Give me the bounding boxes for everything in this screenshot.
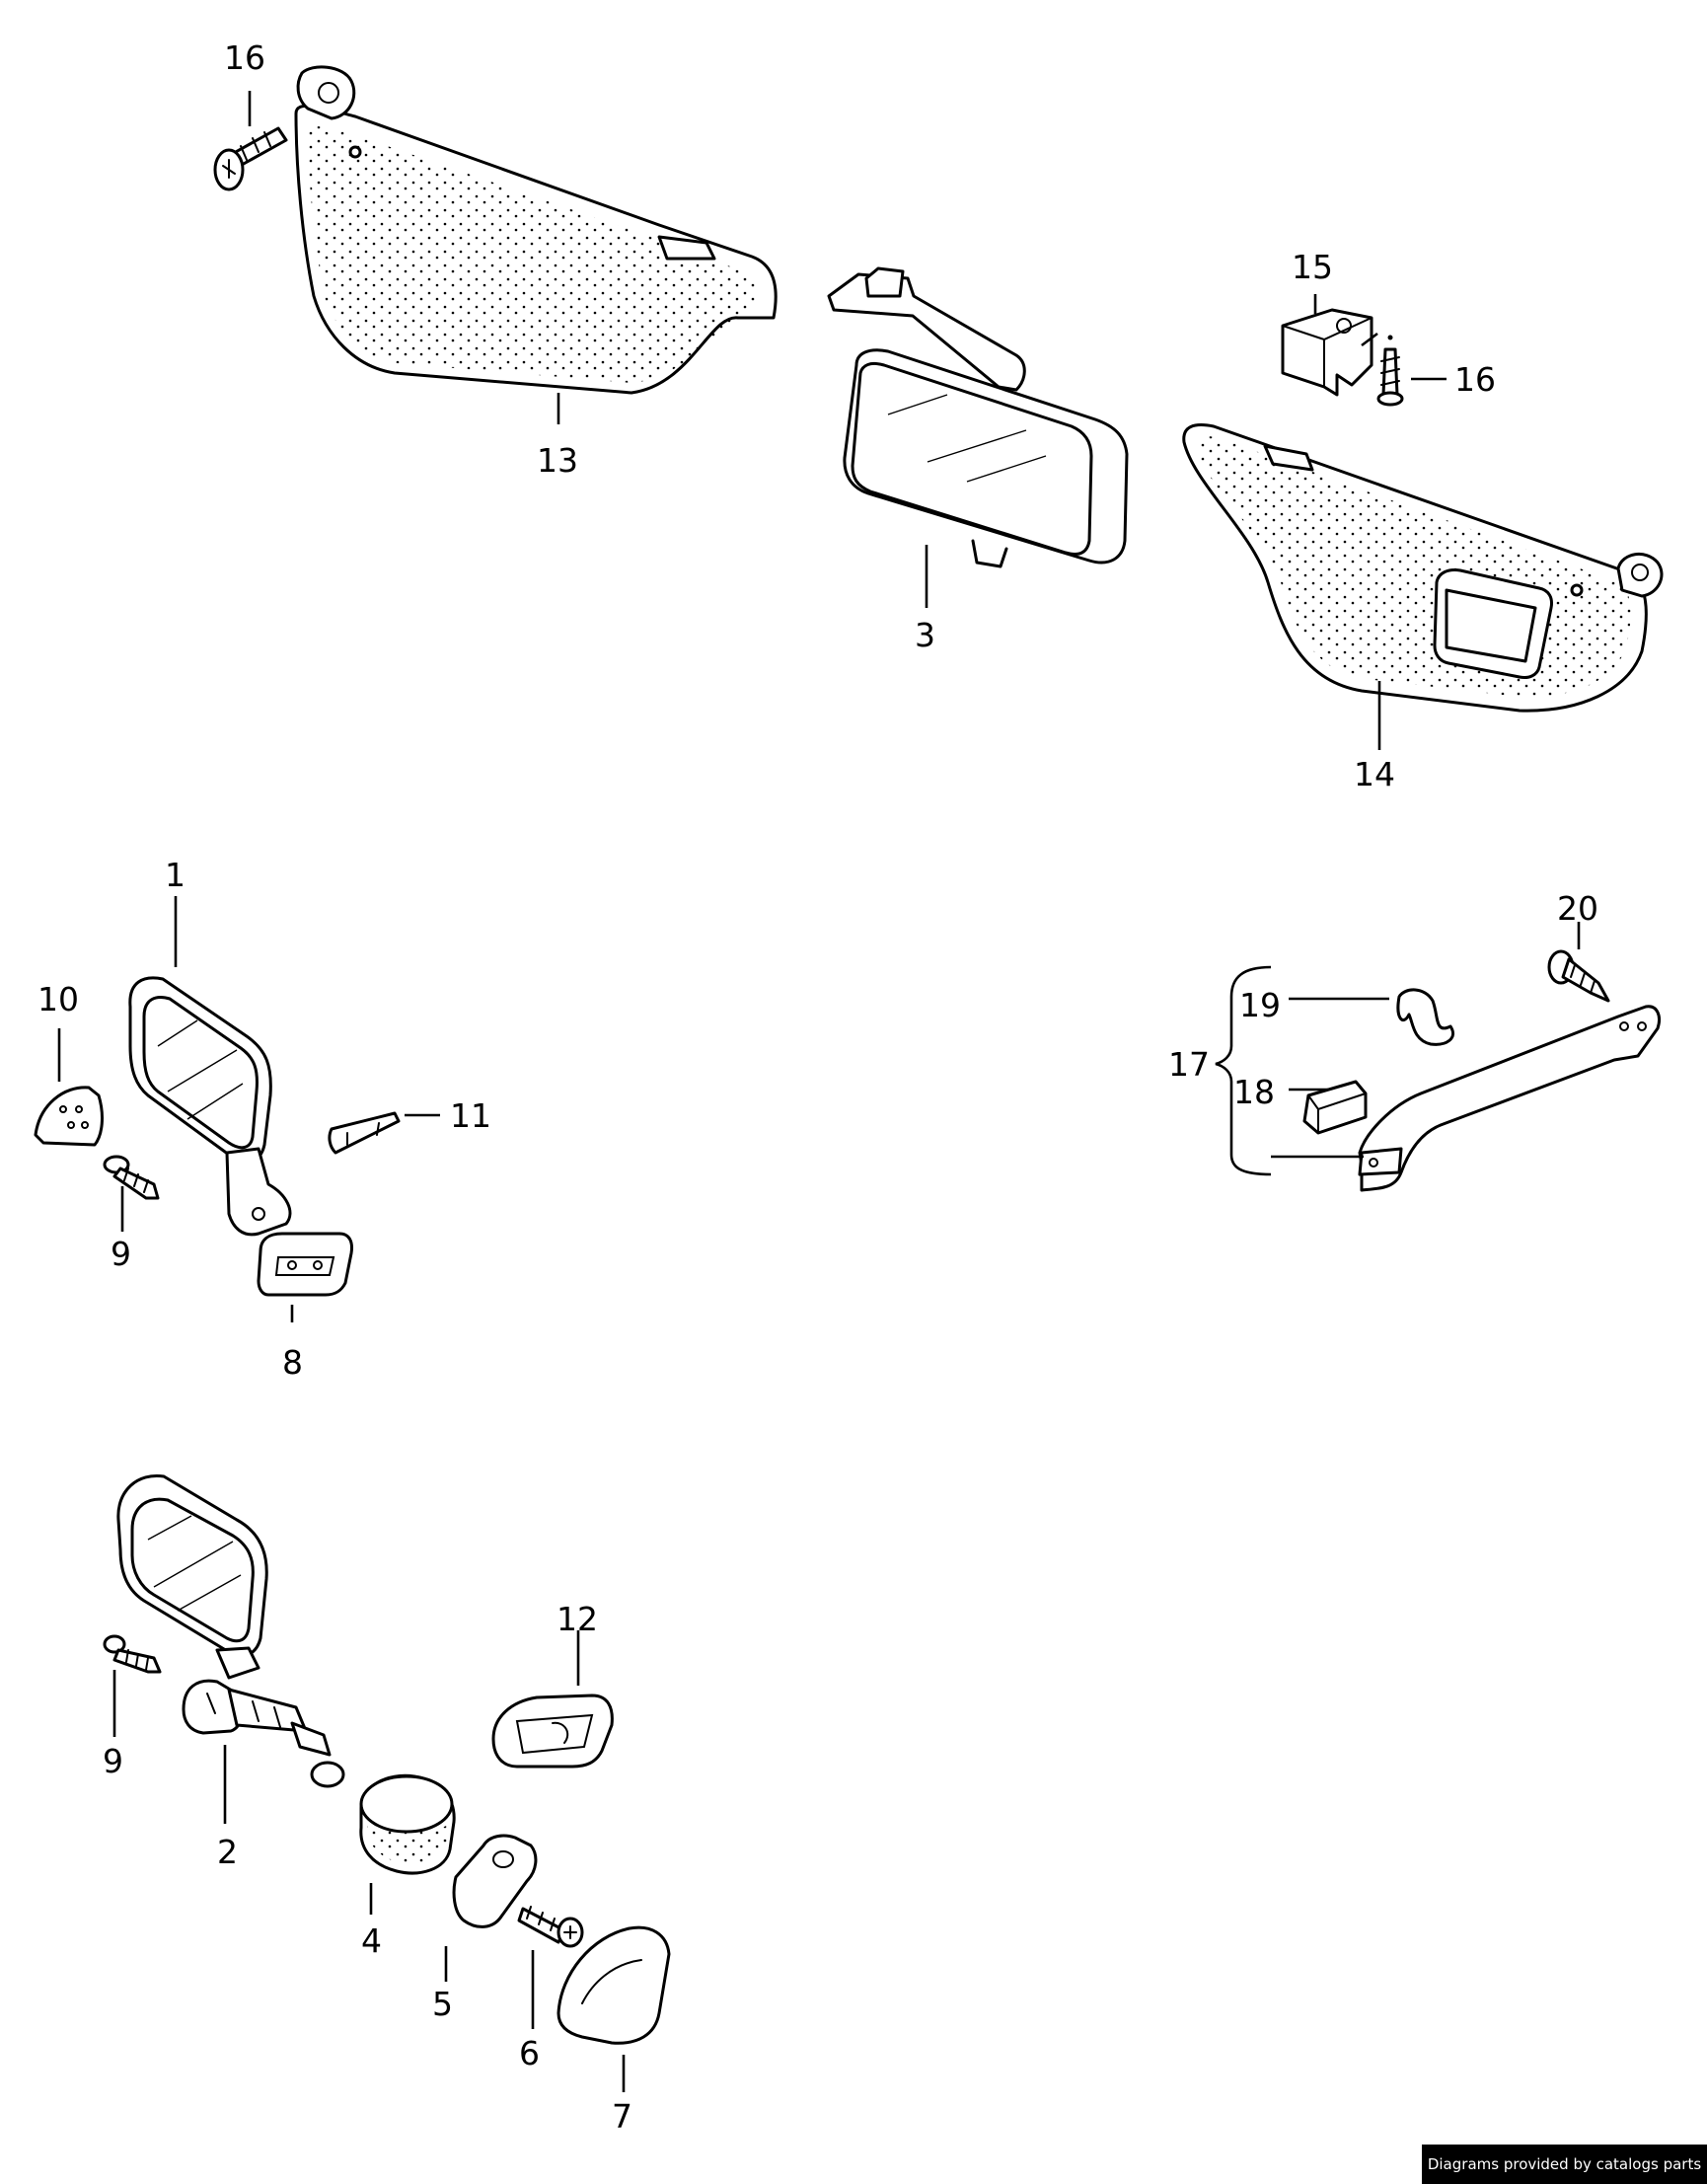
callout-16-top: 16 [224,38,265,77]
interior-mirror [827,266,1129,568]
callout-1: 1 [165,856,186,894]
spring-clip [1396,988,1454,1046]
left-sun-visor [294,65,778,395]
screw-16-right [1376,335,1404,407]
grab-handle [1358,1005,1661,1192]
leader-lines [57,91,1581,2092]
callout-20: 20 [1557,889,1598,928]
handle-cover [1302,1080,1368,1135]
callout-13: 13 [537,441,578,480]
callout-6: 6 [519,2034,540,2072]
callout-3: 3 [915,616,935,654]
callout-7: 7 [612,2097,632,2136]
callout-8: 8 [282,1343,303,1382]
callout-15: 15 [1292,248,1333,286]
mirror-cap [34,1086,104,1147]
visor-clip [1281,308,1373,397]
callout-5: 5 [432,1985,453,2023]
screw-9-upper [103,1155,160,1200]
callout-18: 18 [1233,1073,1275,1111]
rubber-washer [359,1773,456,1875]
knob-bracket [452,1834,538,1928]
callout-16-right: 16 [1454,360,1496,399]
outside-mirror-lower [116,1473,268,1680]
screw-9-lower [103,1634,162,1674]
callout-12: 12 [557,1600,598,1638]
screw-16-left [213,126,288,191]
bracket-17 [1215,965,1272,1176]
callout-9-upper: 9 [111,1235,131,1273]
base-plate [257,1232,353,1297]
callout-2: 2 [217,1833,238,1871]
callout-numbers: 16 13 3 15 16 14 1 10 9 11 8 20 19 17 18… [37,38,1598,2136]
screw-6 [517,1906,584,1948]
callout-19: 19 [1239,986,1281,1024]
right-sun-visor [1182,423,1664,713]
outside-mirror-upper [128,976,292,1237]
grommet [491,1694,614,1769]
callout-4: 4 [361,1921,382,1960]
callout-14: 14 [1354,755,1395,793]
callout-10: 10 [37,980,79,1018]
callout-11: 11 [450,1096,491,1135]
screw-20 [1547,949,1610,1003]
knob-cap [557,1925,671,2045]
callout-9-lower: 9 [103,1742,123,1780]
callout-17: 17 [1168,1045,1210,1084]
small-cover [328,1111,401,1155]
credit-banner: Diagrams provided by catalogs parts [1422,2145,1707,2184]
adjuster-shaft [182,1679,345,1788]
